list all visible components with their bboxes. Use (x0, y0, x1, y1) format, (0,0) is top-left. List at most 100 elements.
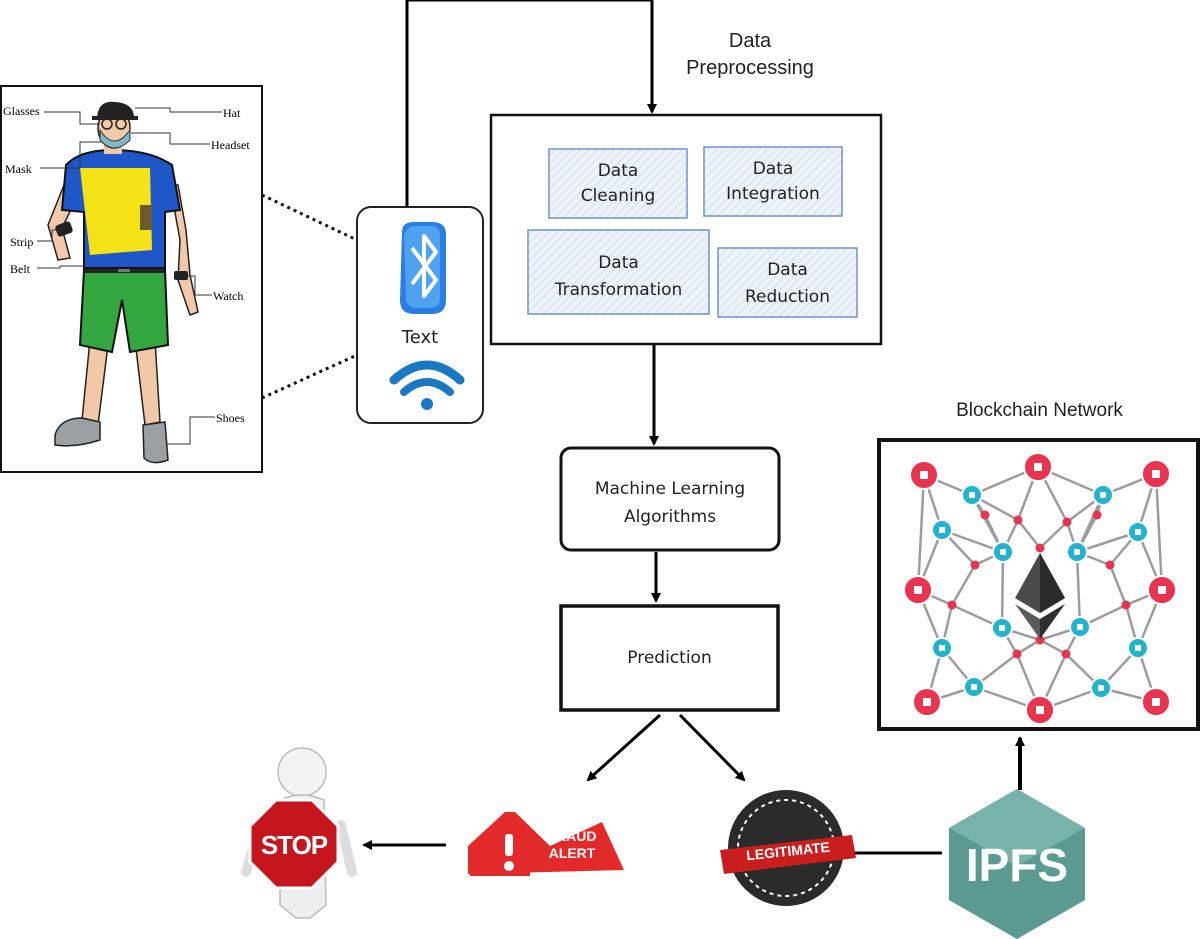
step-cleaning-box (548, 148, 688, 219)
step-integration-line2: Integration (726, 184, 820, 204)
wifi-icon (389, 360, 465, 410)
hat-icon (97, 101, 134, 118)
fraud-alert-icon (468, 812, 624, 876)
ml-label-line1: Machine Learning (594, 479, 746, 499)
step-transformation-box (527, 229, 710, 315)
blockchain-node-minor (1061, 649, 1071, 659)
fraud-alert-text: FRAUD ALERT (532, 828, 612, 862)
label-strip: Strip (10, 235, 34, 249)
arrow-to-preprocessing (405, 0, 657, 207)
blockchain-link (1039, 521, 1068, 549)
stop-sign (248, 798, 340, 890)
label-mask: Mask (5, 162, 32, 176)
label-shoes: Shoes (216, 411, 245, 425)
ipfs-logo-icon (949, 789, 1085, 939)
blockchain-node-glyph (923, 698, 931, 706)
fraud-alert-line2: ALERT (548, 845, 596, 861)
blockchain-node-minor (980, 510, 990, 520)
wearable-person-figure (47, 101, 199, 464)
blockchain-node-minor (970, 560, 980, 570)
step-integration-box (703, 146, 843, 217)
fraud-alert-line1: FRAUD (547, 828, 597, 844)
bluetooth-icon (400, 222, 446, 314)
ipfs-text: IPFS (965, 839, 1069, 891)
blockchain-node-glyph (969, 492, 975, 498)
blockchain-link (916, 474, 926, 591)
blockchain-nodes (903, 452, 1177, 725)
prediction-label: Prediction (627, 648, 712, 668)
ml-box (559, 446, 781, 552)
dotted-link-top (261, 193, 358, 242)
blockchain-node-minor (947, 600, 957, 610)
blockchain-node-glyph (914, 586, 922, 594)
blockchain-node-minor (1035, 635, 1045, 645)
blockchain-node-glyph (1036, 706, 1044, 714)
blockchain-node-minor (1121, 600, 1131, 610)
step-transformation-line2: Transformation (554, 280, 683, 300)
blockchain-node-minor (1062, 517, 1072, 527)
step-reduction-box (717, 247, 858, 318)
shorts (78, 269, 170, 354)
ml-label-line2: Algorithms (623, 507, 717, 527)
step-reduction-line2: Reduction (745, 287, 830, 307)
preprocessing-title-line1: Data (728, 30, 772, 52)
prediction-box (559, 604, 780, 712)
legitimate-stamp-icon (720, 790, 856, 906)
blockchain-node-minor (1012, 649, 1022, 659)
blockchain-node-glyph (999, 625, 1005, 631)
label-hat: Hat (223, 106, 241, 120)
blockchain-node-glyph (1135, 529, 1141, 535)
blockchain-node-glyph (1135, 645, 1141, 651)
label-glasses: Glasses (3, 104, 40, 118)
strip-icon (55, 221, 73, 237)
label-headset: Headset (211, 138, 250, 152)
step-cleaning-line2: Cleaning (580, 186, 656, 206)
dotted-link-bottom (261, 353, 358, 400)
step-cleaning-line1: Data (597, 161, 639, 181)
connectivity-label: Text (401, 327, 439, 348)
step-transformation: Data Transformation (528, 250, 709, 304)
blockchain-node-glyph (1100, 492, 1106, 498)
label-leader-lines (37, 107, 222, 445)
blockchain-node-glyph (1074, 549, 1080, 555)
stop-figure-icon (241, 747, 357, 919)
blockchain-node-glyph (1000, 549, 1006, 555)
ml-label: Machine Learning Algorithms (561, 475, 779, 531)
blockchain-title: Blockchain Network (956, 400, 1123, 421)
shoe-icon (142, 421, 169, 464)
blockchain-node-glyph (1152, 470, 1160, 478)
blockchain-link (1017, 519, 1041, 549)
blockchain-link (1108, 564, 1128, 606)
label-watch: Watch (213, 289, 244, 303)
mask-icon (99, 128, 131, 149)
blockchain-link (950, 564, 977, 606)
arrow-to-legit (678, 713, 746, 782)
arrow-to-fraud (586, 713, 662, 782)
label-belt: Belt (10, 262, 30, 276)
blockchain-link (1039, 638, 1067, 656)
blockchain-link (1075, 551, 1082, 628)
blockchain-node-glyph (1098, 685, 1104, 691)
step-integration: Data Integration (704, 157, 842, 207)
watch-icon (174, 271, 188, 280)
blockchain-node-minor (1105, 560, 1115, 570)
shoe-icon (54, 417, 101, 447)
blockchain-node-glyph (1158, 586, 1166, 594)
blockchain-link (1000, 551, 1005, 629)
blockchain-link (1154, 473, 1164, 591)
blockchain-node-glyph (939, 645, 945, 651)
preprocessing-title: Data Preprocessing (660, 28, 840, 82)
blockchain-node-minor (1013, 515, 1023, 525)
blockchain-node-minor (1035, 543, 1045, 553)
blockchain-node-glyph (971, 684, 977, 690)
blockchain-node-minor (1092, 510, 1102, 520)
blockchain-node-glyph (1077, 624, 1083, 630)
step-reduction-line1: Data (767, 260, 808, 280)
step-integration-line1: Data (752, 159, 794, 179)
blockchain-node-glyph (1034, 463, 1042, 471)
blockchain-node-glyph (939, 527, 945, 533)
stop-text: STOP (260, 830, 328, 860)
blockchain-node-glyph (920, 471, 928, 479)
preprocessing-title-line2: Preprocessing (686, 57, 814, 79)
